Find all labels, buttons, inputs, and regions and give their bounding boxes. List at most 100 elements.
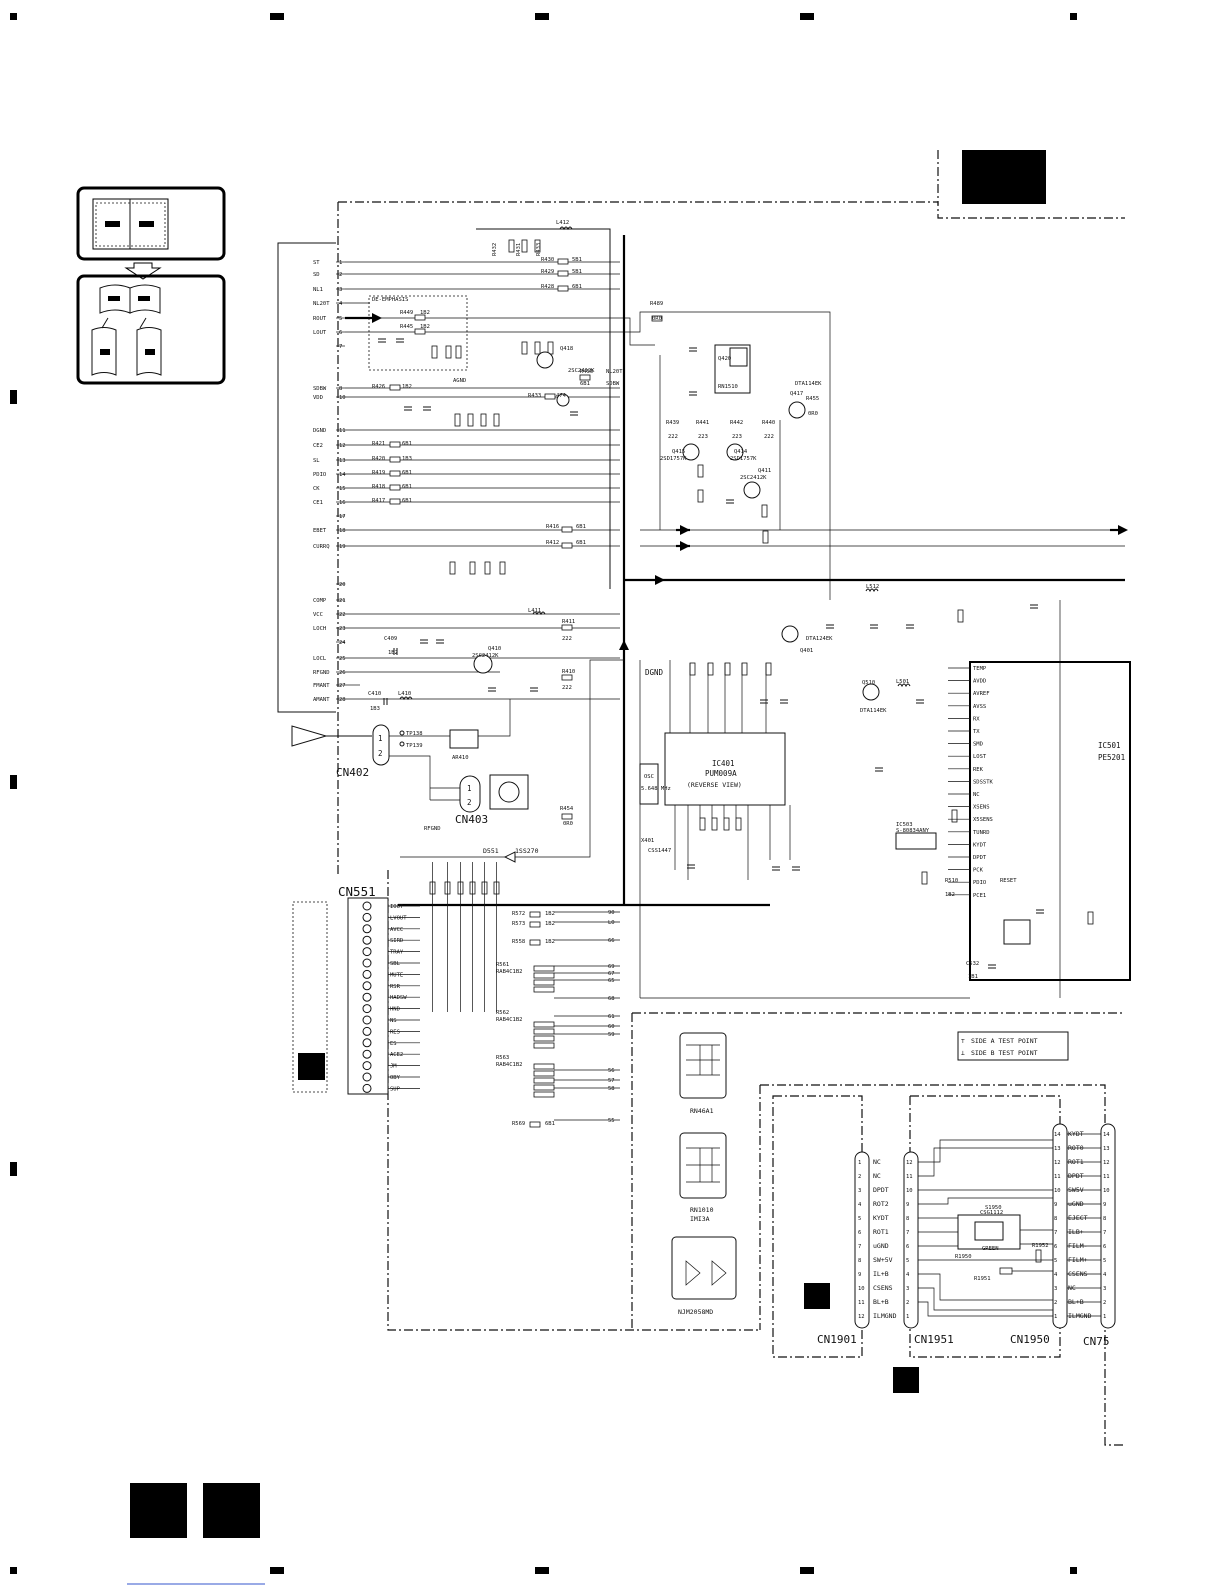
- svg-text:1B2: 1B2: [545, 921, 555, 927]
- svg-text:223: 223: [732, 434, 742, 440]
- q510-label: Q510: [862, 680, 875, 686]
- svg-text:C409: C409: [384, 636, 397, 642]
- svg-text:L410: L410: [398, 691, 411, 697]
- svg-text:R421: R421: [372, 441, 385, 447]
- left-pin-name: ROUT: [313, 316, 327, 322]
- ic501-pin-name: NC: [973, 792, 980, 798]
- cn1951-pin-number: 7: [906, 1230, 909, 1236]
- cn1901-pin-number: 5: [858, 1216, 861, 1222]
- cn551-pin-name: RES: [390, 1029, 400, 1035]
- cn551-pin-name: AVCC: [390, 927, 403, 933]
- left-pin-number: 23: [339, 626, 346, 632]
- ground-bus: [345, 235, 1125, 907]
- svg-text:1B2: 1B2: [545, 939, 555, 945]
- cn1950-pin-number: 4: [1054, 1272, 1058, 1278]
- d551-label: D551: [483, 847, 499, 855]
- left-pin-name: DGND: [313, 428, 326, 434]
- r1950-label: R1950: [955, 1254, 972, 1260]
- svg-text:1B2: 1B2: [388, 650, 398, 656]
- svg-text:R439: R439: [666, 420, 679, 426]
- svg-text:R431: R431: [516, 243, 522, 256]
- cn75-pin-number: 14: [1103, 1132, 1110, 1138]
- cn551-resistor-column: [429, 862, 500, 1012]
- left-pin-name: SD: [313, 272, 320, 278]
- test-side-b: SIDE B TEST POINT: [971, 1049, 1038, 1057]
- svg-text:R561: R561: [496, 962, 509, 968]
- test-side-a: SIDE A TEST POINT: [971, 1037, 1038, 1045]
- svg-text:6B1: 6B1: [402, 441, 412, 447]
- svg-text:R416: R416: [546, 524, 559, 530]
- svg-text:RESET: RESET: [1000, 878, 1017, 884]
- svg-text:1B2: 1B2: [945, 892, 955, 898]
- cn1901-body: [854, 1151, 870, 1329]
- svg-text:RAB4C1B2: RAB4C1B2: [496, 969, 523, 975]
- q415-part: 2SD1757K: [660, 456, 687, 462]
- left-pin-name: LOUT: [313, 330, 327, 336]
- ic501-pin-name: PCK: [973, 868, 984, 874]
- agnd-label: AGND: [453, 378, 466, 384]
- cn1950-label: CN1950: [1010, 1333, 1050, 1346]
- cn1950-pin-number: 7: [1054, 1230, 1057, 1236]
- cn75-pin-number: 7: [1103, 1230, 1106, 1236]
- cn1951-pin-number: 4: [906, 1272, 910, 1278]
- svg-text:1B1: 1B1: [968, 974, 978, 980]
- q411-label: Q411: [758, 468, 771, 474]
- svg-text:6B1: 6B1: [402, 470, 412, 476]
- left-pin-name: LOCH: [313, 626, 326, 632]
- cn551-pin-name: OBY: [390, 1075, 401, 1081]
- svg-text:1B3: 1B3: [370, 706, 380, 712]
- left-pin-name: AMANT: [313, 697, 330, 703]
- left-pin-name: CK: [313, 486, 320, 492]
- cn1950-pin-number: 13: [1054, 1146, 1061, 1152]
- svg-text:R440: R440: [762, 420, 775, 426]
- tp139-label: TP139: [406, 743, 423, 749]
- svg-text:6B1: 6B1: [576, 524, 586, 530]
- svg-text:6B1: 6B1: [580, 381, 590, 387]
- cn75-pin-number: 9: [1103, 1202, 1106, 1208]
- left-pin-name: VDD: [313, 395, 323, 401]
- left-pin-number: 18: [339, 528, 346, 534]
- cn551-pin-name: TRAY: [390, 950, 404, 956]
- svg-text:222: 222: [562, 685, 572, 691]
- cn551-pin-name: NS: [390, 1018, 397, 1024]
- left-pin-number: 20: [339, 582, 346, 588]
- cn1951-pin-number: 1: [906, 1314, 909, 1320]
- q417-part: DTA114EK: [795, 381, 822, 387]
- cn75-pin-number: 8: [1103, 1216, 1106, 1222]
- rn1010-part: [679, 1132, 727, 1199]
- svg-text:6B1: 6B1: [402, 498, 412, 504]
- antenna-symbol: [291, 725, 328, 747]
- svg-text:L501: L501: [896, 679, 909, 685]
- cn1901-pin-number: 10: [858, 1286, 865, 1292]
- net-number: 66: [608, 938, 615, 944]
- ic501-pin-name: AVSS: [973, 704, 986, 710]
- resistor-networks: [533, 965, 555, 1098]
- left-pin-number: 5: [339, 316, 342, 322]
- svg-text:R426: R426: [372, 384, 385, 390]
- q418-part: 2SC2412K: [568, 368, 595, 374]
- svg-text:C532: C532: [966, 961, 979, 967]
- signal-lines: [345, 261, 1125, 999]
- svg-text:222: 222: [764, 434, 774, 440]
- cn403-body: [459, 775, 481, 813]
- q401-label: Q401: [800, 648, 813, 654]
- svg-text:0R0: 0R0: [652, 316, 662, 322]
- ic401-body: [664, 732, 786, 806]
- ic501-pin-name: AVREF: [973, 691, 990, 697]
- osc-label: OSC: [644, 774, 654, 780]
- cn1901-pin-name: uGND: [873, 1242, 889, 1250]
- svg-text:RAB4C1B2: RAB4C1B2: [496, 1017, 523, 1023]
- svg-text:1: 1: [378, 734, 383, 743]
- cn1950-pin-number: 8: [1054, 1216, 1057, 1222]
- s1950-part: CSG1112: [980, 1210, 1003, 1216]
- svg-text:R445: R445: [400, 324, 413, 330]
- cn1951-pin-number: 5: [906, 1258, 909, 1264]
- cn551-pin-name: RSR: [390, 984, 401, 990]
- x401-part: CSS1447: [648, 848, 671, 854]
- cn1950-pin-number: 12: [1054, 1160, 1061, 1166]
- left-pin-name: SDBW: [313, 386, 327, 392]
- cn1901-pin-name: BL+B: [873, 1298, 889, 1306]
- rz-component: [1003, 919, 1031, 945]
- ic501-pin-name: TEMP: [973, 666, 987, 672]
